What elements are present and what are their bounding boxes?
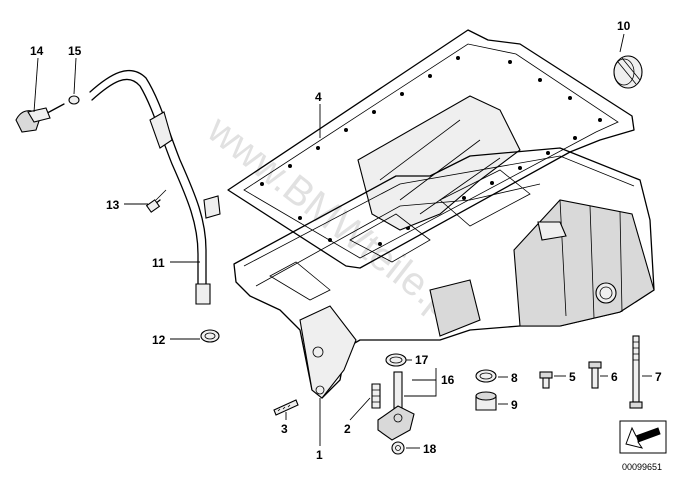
- callout-6: 6: [611, 370, 618, 384]
- callout-13: 13: [106, 198, 120, 212]
- bolt-tube-bracket: [145, 189, 167, 213]
- callout-17: 17: [415, 353, 429, 367]
- reference-number: 00099651: [622, 462, 662, 472]
- bolt-long: [629, 335, 643, 409]
- callout-5: 5: [569, 370, 576, 384]
- oil-filler-cap: [613, 55, 643, 89]
- callout-3: 3: [281, 422, 288, 436]
- callout-8: 8: [511, 371, 518, 385]
- dipstick-guide-tube: [89, 69, 221, 305]
- callout-7: 7: [655, 370, 662, 384]
- callout-16: 16: [441, 373, 455, 387]
- gasket-ring-drain: [475, 369, 497, 383]
- callout-18: 18: [423, 442, 437, 456]
- o-ring-dipstick: [68, 95, 80, 105]
- bolt-short: [539, 371, 553, 389]
- oil-level-sensor: [377, 371, 415, 441]
- callout-2: 2: [344, 422, 351, 436]
- oil-pan-gasket: [227, 29, 635, 269]
- oil-dipstick: [15, 103, 65, 133]
- leader-lines: [33, 33, 652, 449]
- bolt-medium: [588, 361, 602, 389]
- callout-14: 14: [30, 44, 44, 58]
- oil-pan: [233, 147, 655, 399]
- seal-ring-tube: [200, 329, 220, 343]
- stud-bolt: [273, 399, 299, 416]
- callout-10: 10: [617, 19, 631, 33]
- orientation-arrow-icon: [619, 420, 667, 454]
- callout-1: 1: [316, 448, 323, 462]
- callout-9: 9: [511, 398, 518, 412]
- callout-12: 12: [152, 333, 166, 347]
- callout-15: 15: [68, 44, 82, 58]
- callout-labels: 1 2 3 4 5 6 7 8 9 10 11 12 13 14 15 16 1…: [30, 19, 662, 462]
- hex-nut: [391, 441, 405, 455]
- o-ring-sensor: [385, 353, 407, 367]
- oil-drain-plug: [475, 391, 497, 411]
- callout-4: 4: [315, 90, 322, 104]
- callout-11: 11: [152, 256, 165, 270]
